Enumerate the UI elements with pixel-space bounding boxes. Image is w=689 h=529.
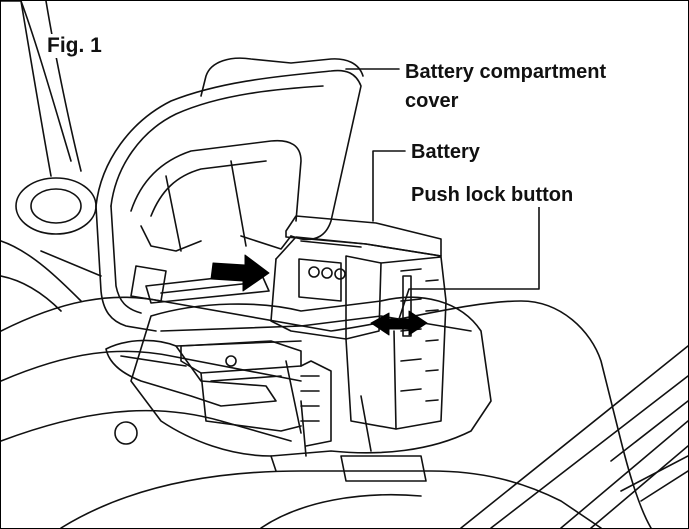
callout-cover-line-1: Battery compartment	[405, 61, 607, 83]
insert-direction-arrow	[210, 254, 270, 292]
push-lock-leader	[398, 204, 540, 320]
push-lock-arrow	[370, 310, 428, 336]
battery-pack	[270, 215, 447, 430]
callout-push-lock-button: Push lock button	[411, 184, 578, 207]
callout-battery: Battery	[411, 141, 484, 164]
figure-label: Fig. 1	[47, 34, 102, 59]
machine-body	[1, 1, 652, 528]
front-lever	[105, 339, 277, 407]
callout-battery-compartment-cover: Battery compartment cover	[405, 58, 611, 116]
cover-lid	[40, 57, 364, 332]
callout-cover-line-2: cover	[405, 90, 459, 112]
battery-leader	[372, 150, 406, 222]
leader-lines	[345, 68, 540, 320]
handle-rails	[460, 345, 688, 528]
second-battery	[180, 340, 332, 447]
